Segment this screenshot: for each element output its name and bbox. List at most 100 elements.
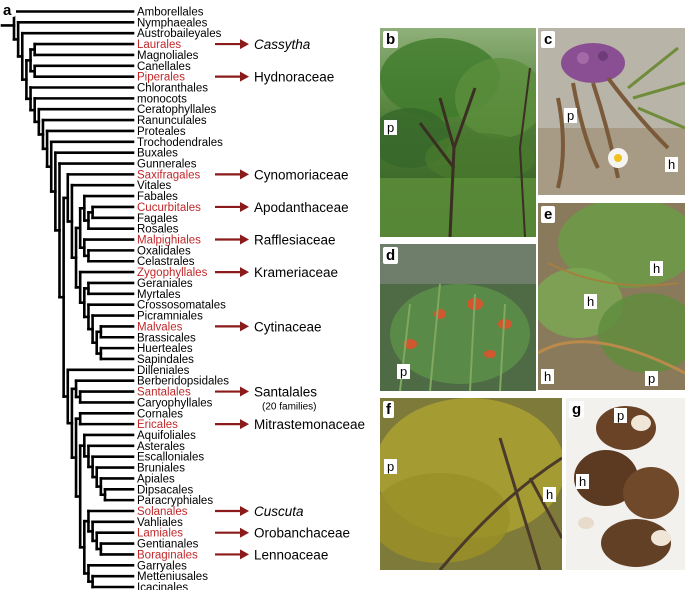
- order-label: Cucurbitales: [137, 202, 201, 214]
- host-tag: h: [584, 294, 598, 309]
- order-label: Chloranthales: [137, 83, 208, 95]
- order-label: Piperales: [137, 72, 185, 84]
- photo-panel-g: g p h: [566, 398, 685, 570]
- parasite-family-label: Lennoaceae: [254, 547, 328, 562]
- order-label: Gunnerales: [137, 159, 197, 171]
- order-label: Asterales: [137, 441, 185, 453]
- parasite-families: CassythaHydnoraceaeCynomoriaceaeApodanth…: [215, 37, 365, 562]
- phylogeny-tree: AmborellalesNymphaealesAustrobaileyalesL…: [0, 2, 365, 590]
- panel-label-a: a: [1, 2, 16, 19]
- arrow-head: [240, 386, 249, 397]
- order-label: Picramniales: [137, 311, 203, 323]
- tree-branches: [0, 10, 135, 589]
- parasite-tag: p: [614, 408, 628, 423]
- arrow-head: [240, 201, 249, 212]
- arrow-head: [240, 321, 249, 332]
- order-label: Dipsacales: [137, 484, 193, 496]
- order-label: monocots: [137, 93, 187, 105]
- parasite-family-label: Apodanthaceae: [254, 200, 349, 215]
- order-label: Ericales: [137, 419, 178, 431]
- order-label: Vitales: [137, 180, 172, 192]
- order-label: Paracryphiales: [137, 495, 213, 507]
- arrow-head: [240, 549, 249, 560]
- order-label: Huerteales: [137, 343, 193, 355]
- parasite-tag: p: [384, 459, 398, 474]
- photo-panel-d: d p: [380, 244, 536, 391]
- panel-label-d: d: [383, 247, 399, 264]
- panel-label-g: g: [569, 401, 585, 418]
- order-label: Gentianales: [137, 539, 199, 551]
- order-label: Aquifoliales: [137, 430, 196, 442]
- photo-panel-e: e h h h p: [538, 203, 685, 390]
- order-label: Saxifragales: [137, 169, 201, 181]
- parasite-tag: p: [384, 120, 398, 135]
- order-label: Amborellales: [137, 7, 204, 19]
- panel-label-c: c: [541, 31, 556, 48]
- order-label: Bruniales: [137, 463, 185, 475]
- order-label: Berberidopsidales: [137, 376, 229, 388]
- order-label: Dilleniales: [137, 365, 190, 377]
- order-label: Caryophyllales: [137, 397, 213, 409]
- photo-panel-c: c p h: [538, 28, 685, 195]
- order-label: Myrtales: [137, 289, 181, 301]
- parasite-family-label: Mitrastemonaceae: [254, 417, 365, 432]
- host-tag: h: [665, 157, 679, 172]
- order-label: Icacinales: [137, 582, 188, 590]
- arrow-head: [240, 505, 249, 516]
- order-label: Garryales: [137, 560, 187, 572]
- panel-label-f: f: [383, 401, 394, 418]
- order-label: Apiales: [137, 473, 175, 485]
- parasite-family-label: Rafflesiaceae: [254, 233, 336, 248]
- order-label: Geraniales: [137, 278, 193, 290]
- arrow-head: [240, 71, 249, 82]
- order-label: Escalloniales: [137, 452, 204, 464]
- order-label: Laurales: [137, 39, 181, 51]
- arrow-head: [240, 527, 249, 538]
- parasite-family-label: Cassytha: [254, 37, 311, 52]
- panel-label-e: e: [541, 206, 556, 223]
- order-label: Boraginales: [137, 549, 198, 561]
- order-label: Magnoliales: [137, 50, 199, 62]
- order-label: Lamiales: [137, 528, 183, 540]
- parasite-family-label: Cynomoriaceae: [254, 167, 349, 182]
- arrow-head: [240, 419, 249, 430]
- host-tag: h: [543, 487, 557, 502]
- order-label: Canellales: [137, 61, 191, 73]
- host-tag: h: [576, 474, 590, 489]
- order-label: Fabales: [137, 191, 178, 203]
- parasite-family-label: Cuscuta: [254, 504, 304, 519]
- parasite-family-label: Krameriaceae: [254, 265, 338, 280]
- order-label: Austrobaileyales: [137, 28, 222, 40]
- order-label: Fagales: [137, 213, 178, 225]
- parasite-family-label: Orobanchaceae: [254, 526, 350, 541]
- parasite-family-note: (20 families): [262, 402, 316, 413]
- order-label: Vahliales: [137, 517, 183, 529]
- host-tag: h: [541, 369, 555, 384]
- order-label: Proteales: [137, 126, 186, 138]
- svg-text:a: a: [3, 2, 12, 19]
- order-label: Ceratophyllales: [137, 104, 217, 116]
- order-label: Cornales: [137, 408, 183, 420]
- order-label: Rosales: [137, 224, 179, 236]
- parasite-tag: p: [645, 371, 659, 386]
- photo-panel-f: f p h: [380, 398, 562, 570]
- order-label: Metteniusales: [137, 571, 208, 583]
- order-label: Brassicales: [137, 332, 196, 344]
- arrow-head: [240, 267, 249, 278]
- parasite-tag: p: [564, 108, 578, 123]
- order-label: Solanales: [137, 506, 188, 518]
- order-label: Trochodendrales: [137, 137, 223, 149]
- order-label: Sapindales: [137, 354, 194, 366]
- order-label: Zygophyllales: [137, 267, 208, 279]
- panel-label-b: b: [383, 31, 399, 48]
- arrow-head: [240, 39, 249, 50]
- order-label: Ranunculales: [137, 115, 207, 127]
- arrow-head: [240, 234, 249, 245]
- parasite-family-label: Cytinaceae: [254, 319, 322, 334]
- host-tag: h: [650, 261, 664, 276]
- order-label: Malvales: [137, 321, 183, 333]
- order-label: Buxales: [137, 148, 178, 160]
- order-label: Nymphaeales: [137, 17, 208, 29]
- order-label: Malpighiales: [137, 235, 201, 247]
- parasite-family-label: Hydnoraceae: [254, 70, 334, 85]
